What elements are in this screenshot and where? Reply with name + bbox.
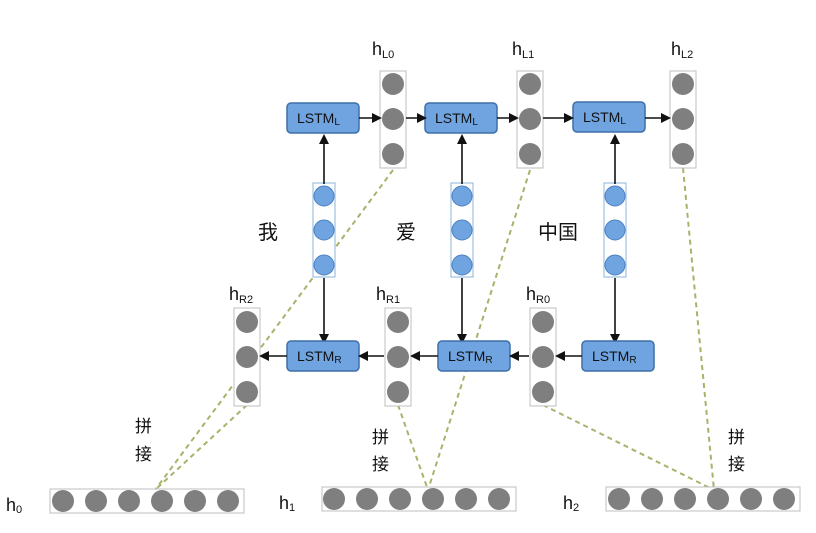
concat-label-1: 拼 接 bbox=[372, 428, 389, 475]
word-label-2: 中国 bbox=[538, 220, 578, 244]
label-hL0: hL0 bbox=[372, 39, 394, 61]
svg-text:接: 接 bbox=[135, 445, 152, 465]
lstm-backward-1: LSTMR bbox=[437, 340, 511, 372]
svg-text:拼: 拼 bbox=[372, 428, 389, 448]
label-hL1: hL1 bbox=[512, 39, 534, 61]
output-vector-0 bbox=[49, 488, 245, 514]
svg-text:接: 接 bbox=[728, 455, 745, 475]
concat-label-2: 拼 接 bbox=[728, 428, 745, 475]
hidden-backward-1 bbox=[384, 307, 412, 407]
label-hR2: hR2 bbox=[229, 284, 253, 306]
dash-hR1-h1 bbox=[397, 404, 429, 491]
hidden-forward-0 bbox=[379, 70, 407, 169]
lstm-backward-0: LSTMR bbox=[286, 340, 360, 372]
word-label-0: 我 bbox=[258, 220, 278, 244]
svg-text:拼: 拼 bbox=[135, 417, 152, 437]
lstm-forward-2: LSTML bbox=[572, 101, 646, 133]
label-h2: h2 bbox=[563, 493, 579, 514]
svg-text:LSTMR: LSTMR bbox=[448, 348, 493, 366]
dash-hL1-h1 bbox=[427, 169, 531, 491]
dash-hR0-h2 bbox=[542, 404, 715, 491]
dash-hR2-h0 bbox=[154, 404, 248, 491]
label-h1: h1 bbox=[279, 493, 295, 514]
hidden-forward-1 bbox=[516, 70, 544, 169]
concat-connections bbox=[154, 167, 715, 491]
word-label-1: 爱 bbox=[396, 220, 416, 244]
hidden-forward-2 bbox=[669, 70, 697, 169]
label-hL2: hL2 bbox=[671, 39, 693, 61]
svg-text:LSTML: LSTML bbox=[435, 110, 478, 128]
embedding-arrows bbox=[319, 134, 620, 344]
embedding-1 bbox=[450, 182, 474, 278]
dash-hL2-h2 bbox=[682, 167, 715, 491]
svg-text:LSTMR: LSTMR bbox=[592, 348, 637, 366]
svg-text:LSTMR: LSTMR bbox=[297, 348, 342, 366]
lstm-forward-1: LSTML bbox=[424, 102, 498, 134]
embedding-0 bbox=[312, 182, 336, 278]
label-hR1: hR1 bbox=[376, 284, 400, 306]
svg-text:LSTML: LSTML bbox=[583, 109, 626, 127]
label-h0: h0 bbox=[6, 495, 22, 516]
label-hR0: hR0 bbox=[526, 284, 550, 306]
concat-label-0: 拼 接 bbox=[135, 417, 152, 465]
output-vector-2 bbox=[605, 486, 801, 512]
dash-hL0-h0 bbox=[154, 169, 394, 491]
lstm-forward-0: LSTML bbox=[286, 102, 360, 134]
svg-text:拼: 拼 bbox=[728, 428, 745, 448]
embedding-2 bbox=[603, 182, 627, 278]
hidden-backward-0 bbox=[529, 307, 557, 407]
output-vector-1 bbox=[321, 486, 517, 512]
svg-text:接: 接 bbox=[372, 455, 389, 475]
hidden-backward-2 bbox=[233, 307, 261, 407]
lstm-backward-2: LSTMR bbox=[581, 340, 655, 372]
svg-text:LSTML: LSTML bbox=[297, 110, 340, 128]
